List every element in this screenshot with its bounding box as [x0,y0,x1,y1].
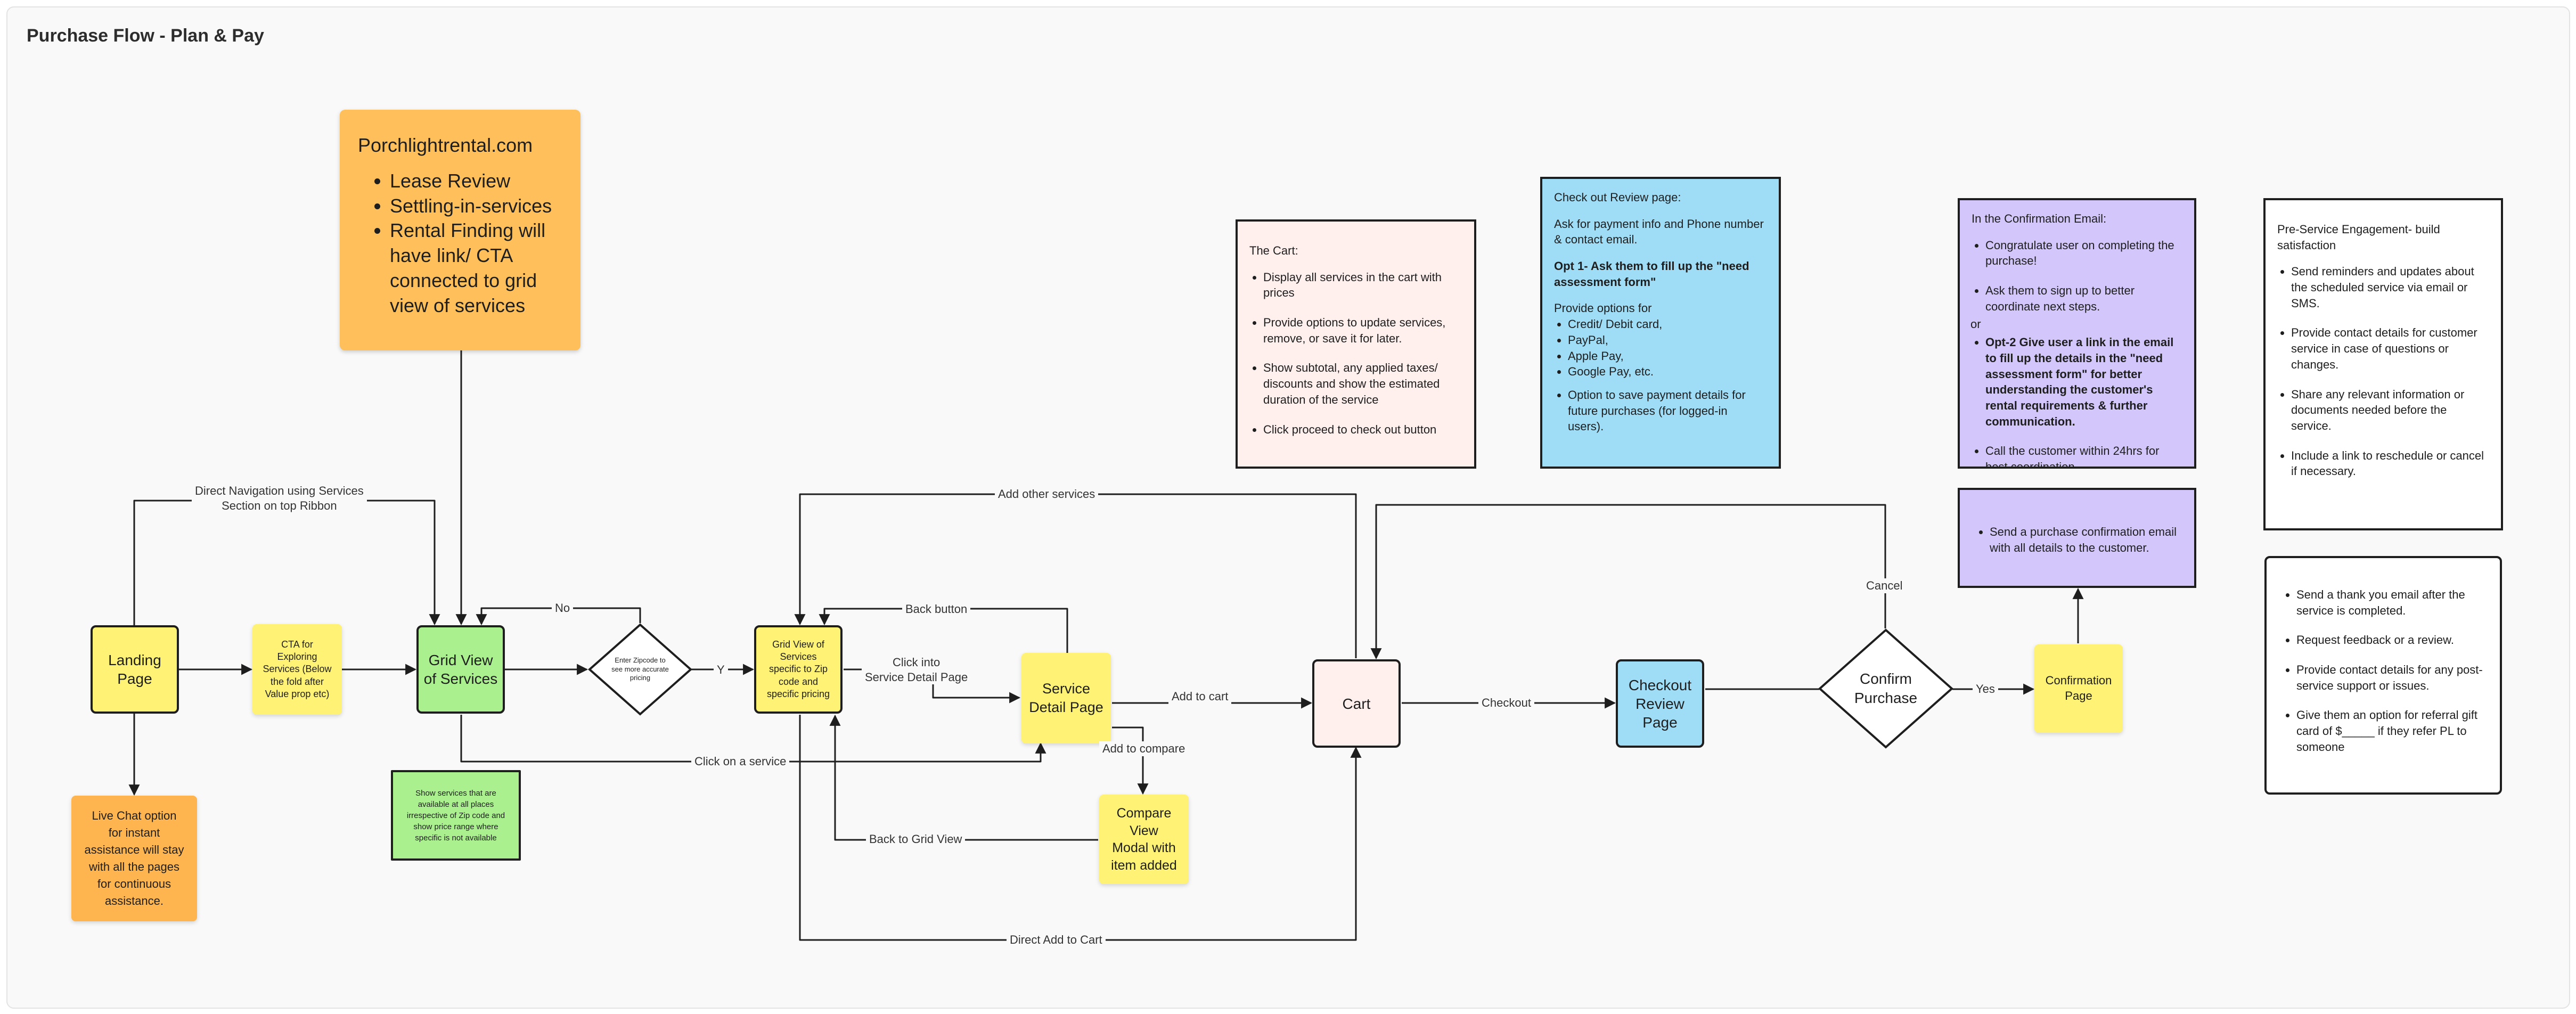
payment-option: PayPal, [1568,332,1766,348]
post-service-item: Send a thank you email after the service… [2296,587,2487,618]
cart-label: Cart [1342,695,1371,712]
landing-page-node[interactable]: Landing Page [91,625,179,714]
label-click-on-service: Click on a service [691,754,790,769]
pre-service-item: Include a link to reschedule or cancel i… [2291,448,2488,479]
post-service-item: Give them an option for referral gift ca… [2296,707,2487,755]
live-chat-sticky[interactable]: Live Chat option for instant assistance … [71,796,197,921]
pre-service-item: Share any relevant information or docume… [2291,387,2488,434]
post-service-notes: Send a thank you email after the service… [2264,556,2502,795]
label-y: Y [714,663,728,677]
porchlight-item: Settling-in-services [390,194,562,219]
edge-direct-nav [133,500,440,626]
payment-options-list: Credit/ Debit card, PayPal, Apple Pay, G… [1554,316,1766,380]
zipcode-diamond-shape [587,623,693,716]
label-cancel: Cancel [1863,578,1906,593]
landing-page-label: Landing Page [108,652,161,687]
email-notes-opt2: Opt-2 Give user a link in the email to f… [1985,334,2181,429]
grid-zip-label: Grid View of Services specific to Zip co… [766,639,830,700]
label-direct-nav: Direct Navigation using Services Section… [192,484,367,513]
service-detail-sticky[interactable]: Service Detail Page [1021,653,1111,743]
confirm-purchase-label: Confirm Purchase [1854,670,1918,706]
label-back-button: Back button [902,602,971,617]
label-no: No [552,601,574,616]
cart-notes-list: Display all services in the cart with pr… [1249,269,1461,438]
checkout-notes-heading: Check out Review page: [1554,191,1681,204]
zipcode-label: Enter Zipcode to see more accurate prici… [611,656,669,682]
porchlight-item: Rental Finding will have link/ CTA conne… [390,218,562,318]
post-service-list: Send a thank you email after the service… [2283,587,2487,755]
send-email-note: Send a purchase confirmation email with … [1958,488,2196,588]
show-services-label: Show services that are available at all … [406,788,505,843]
label-yes: Yes [1973,682,1998,697]
pre-service-item: Provide contact details for customer ser… [2291,325,2488,372]
label-add-to-compare: Add to compare [1099,741,1189,756]
edge-back-to-grid [829,714,1098,841]
label-back-to-grid: Back to Grid View [866,832,966,847]
pre-service-list: Send reminders and updates about the sch… [2277,264,2488,479]
checkout-review-label: Checkout Review Page [1628,676,1692,731]
checkout-save-list: Option to save payment details for futur… [1554,387,1766,435]
page-title: Purchase Flow - Plan & Pay [27,26,264,46]
label-add-to-cart: Add to cart [1168,689,1232,704]
post-service-item: Provide contact details for any post-ser… [2296,662,2487,693]
label-add-other: Add other services [995,487,1099,502]
show-services-note[interactable]: Show services that are available at all … [391,770,521,861]
payment-option: Google Pay, etc. [1568,364,1766,380]
grid-view-node[interactable]: Grid View of Services [416,625,505,714]
payment-option: Credit/ Debit card, [1568,316,1766,332]
edge-add-other [794,493,1357,658]
cta-label: CTA for Exploring Services (Below the fo… [263,639,332,700]
pre-service-notes: Pre-Service Engagement- build satisfacti… [2263,198,2503,530]
cta-sticky[interactable]: CTA for Exploring Services (Below the fo… [252,624,342,715]
email-notes-or: or [1970,317,1981,331]
service-detail-label: Service Detail Page [1029,680,1103,715]
pre-service-item: Send reminders and updates about the sch… [2291,264,2488,311]
pre-service-heading: Pre-Service Engagement- build satisfacti… [2277,223,2440,252]
cart-notes: The Cart: Display all services in the ca… [1236,219,1476,469]
send-email-list: Send a purchase confirmation email with … [1976,524,2178,555]
checkout-save-item: Option to save payment details for futur… [1568,387,1766,435]
porchlight-heading: Porchlightrental.com [358,134,533,156]
cart-notes-item: Display all services in the cart with pr… [1263,269,1461,301]
checkout-notes-provide: Provide options for [1554,301,1652,315]
email-notes-call: Call the customer within 24hrs for best … [1985,443,2181,467]
confirm-diamond-shape [1818,628,1954,749]
compare-view-label: Compare View Modal with item added [1111,806,1177,873]
cart-notes-item: Provide options to update services, remo… [1263,315,1461,346]
email-notes-heading: In the Confirmation Email: [1972,212,2107,225]
checkout-notes-opt1: Opt 1- Ask them to fill up the "need ass… [1554,259,1749,289]
checkout-review-node[interactable]: Checkout Review Page [1616,659,1704,748]
email-notes-list-2: Opt-2 Give user a link in the email to f… [1972,334,2181,467]
payment-option: Apple Pay, [1568,348,1766,364]
email-notes-item: Congratulate user on completing the purc… [1985,238,2181,269]
edge-direct-add [799,715,1362,941]
cart-notes-item: Click proceed to check out button [1263,422,1461,438]
compare-view-sticky[interactable]: Compare View Modal with item added [1099,795,1189,884]
confirm-purchase-decision[interactable]: Confirm Purchase [1818,628,1954,749]
confirmation-page-sticky[interactable]: Confirmation Page [2034,644,2123,733]
grid-zip-node[interactable]: Grid View of Services specific to Zip co… [754,625,843,714]
confirmation-page-label: Confirmation Page [2045,674,2112,702]
cart-notes-heading: The Cart: [1249,244,1298,257]
porchlight-list: Lease Review Settling-in-services Rental… [358,169,562,318]
zipcode-decision[interactable]: Enter Zipcode to see more accurate prici… [587,623,693,716]
label-direct-add: Direct Add to Cart [1007,933,1106,947]
checkout-notes-ask: Ask for payment info and Phone number & … [1554,217,1764,247]
cart-notes-item: Show subtotal, any applied taxes/ discou… [1263,360,1461,407]
edge-cancel [1370,504,1886,660]
email-notes-list: Congratulate user on completing the purc… [1972,238,2181,315]
cart-node[interactable]: Cart [1312,659,1401,748]
label-click-into: Click into Service Detail Page [862,655,971,684]
porchlight-item: Lease Review [390,169,562,194]
porchlight-sticky[interactable]: Porchlightrental.com Lease Review Settli… [340,110,580,350]
grid-view-label: Grid View of Services [423,652,498,687]
edge-add-to-compare [1112,726,1149,795]
post-service-item: Request feedback or a review. [2296,632,2487,648]
label-checkout: Checkout [1478,696,1534,710]
send-email-item: Send a purchase confirmation email with … [1990,524,2178,555]
checkout-review-notes: Check out Review page: Ask for payment i… [1540,177,1781,469]
live-chat-label: Live Chat option for instant assistance … [84,809,184,907]
email-notes-item: Ask them to sign up to better coordinate… [1985,283,2181,314]
confirmation-email-notes: In the Confirmation Email: Congratulate … [1958,198,2196,469]
